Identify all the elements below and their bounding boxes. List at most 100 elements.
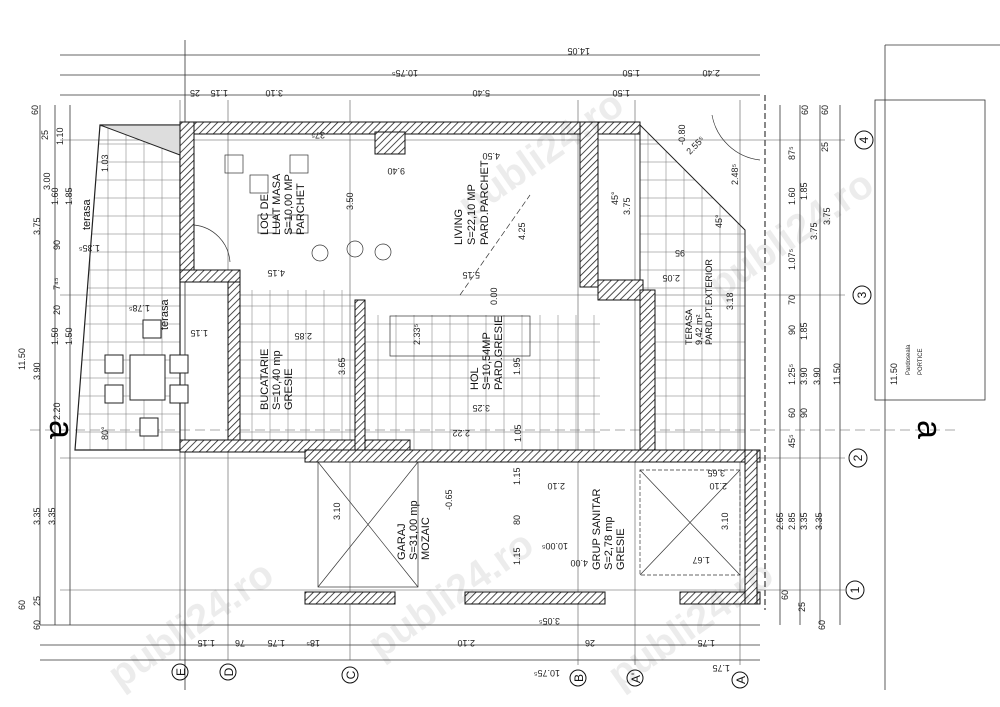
- svg-text:1.75: 1.75: [267, 638, 285, 648]
- axis-marker-2: 2: [848, 448, 868, 468]
- axis-markers-bottom: E D C B A' A: [171, 663, 749, 689]
- svg-text:1.15: 1.15: [197, 638, 215, 648]
- svg-text:1.85: 1.85: [799, 322, 809, 340]
- svg-text:60: 60: [800, 105, 810, 115]
- svg-text:2.22: 2.22: [452, 428, 470, 438]
- svg-text:45°: 45°: [610, 191, 620, 205]
- axis-marker-d: D: [219, 663, 237, 681]
- svg-text:2.85: 2.85: [294, 331, 312, 341]
- dimensions-left: 60 25 1.10 3.00 1.60 1.85 3.75 90 7⁴⁵ 20…: [17, 105, 74, 630]
- svg-text:C: C: [344, 670, 358, 679]
- axis-marker-c: C: [341, 666, 359, 684]
- svg-text:76: 76: [235, 638, 245, 648]
- svg-text:18⁵: 18⁵: [306, 638, 320, 648]
- svg-text:1.35⁵: 1.35⁵: [78, 243, 100, 253]
- svg-text:3.35: 3.35: [47, 507, 57, 525]
- svg-text:60: 60: [17, 600, 27, 610]
- svg-text:3.10: 3.10: [720, 512, 730, 530]
- svg-text:3.90: 3.90: [812, 367, 822, 385]
- svg-text:publi24.ro: publi24.ro: [100, 552, 282, 698]
- frame-lines: [39, 40, 1000, 690]
- svg-text:1.10: 1.10: [55, 127, 65, 145]
- svg-text:3.75: 3.75: [809, 222, 819, 240]
- svg-text:3.10: 3.10: [332, 502, 342, 520]
- svg-text:3.90: 3.90: [799, 367, 809, 385]
- svg-text:0.00: 0.00: [489, 287, 499, 305]
- svg-text:3.10: 3.10: [265, 88, 283, 98]
- svg-text:4.50: 4.50: [482, 151, 500, 161]
- svg-text:1.75: 1.75: [697, 638, 715, 648]
- svg-text:7⁴⁵: 7⁴⁵: [52, 277, 62, 290]
- svg-text:1.05: 1.05: [513, 424, 523, 442]
- svg-text:1.85: 1.85: [64, 187, 74, 205]
- axis-marker-3: 3: [852, 285, 872, 305]
- svg-text:2.40: 2.40: [702, 68, 720, 78]
- svg-text:2.48⁵: 2.48⁵: [730, 163, 740, 185]
- svg-text:2.10: 2.10: [547, 481, 565, 491]
- section-marks: a a: [42, 420, 948, 439]
- svg-text:4.25: 4.25: [517, 222, 527, 240]
- room-living-label: LIVINGS=22,10 MPPARD.PARCHET: [453, 160, 491, 245]
- svg-text:10.75⁵: 10.75⁵: [533, 668, 560, 678]
- svg-text:4: 4: [857, 136, 871, 143]
- svg-text:60: 60: [817, 620, 827, 630]
- svg-text:1.95: 1.95: [512, 357, 522, 375]
- svg-text:4.00: 4.00: [570, 558, 588, 568]
- svg-text:4.15: 4.15: [267, 268, 285, 278]
- svg-text:3.00: 3.00: [42, 172, 52, 190]
- svg-text:1.50: 1.50: [64, 327, 74, 345]
- svg-text:3.35: 3.35: [799, 512, 809, 530]
- room-labels: LOC DELUAT MASAS=10,00 MPPARCHET LIVINGS…: [81, 160, 714, 570]
- svg-text:3.35: 3.35: [32, 507, 42, 525]
- dimensions-right: 60 60 25 87⁵ 1.60 1.85 3.75 3.75 1.07⁵ 7…: [775, 105, 842, 630]
- room-kitchen-label: BUCATARIES=10,40 mpGRESIE: [259, 349, 295, 410]
- dimensions-bottom: 1.15 76 1.75 18⁵ 2.10 26 1.75 3.05⁵ 10.7…: [197, 616, 730, 678]
- svg-text:11.50: 11.50: [17, 348, 27, 370]
- svg-text:60: 60: [32, 620, 42, 630]
- svg-text:25: 25: [40, 130, 50, 140]
- svg-text:2.05: 2.05: [662, 273, 680, 283]
- svg-text:1.67: 1.67: [692, 555, 710, 565]
- svg-text:PORTICE: PORTICE: [918, 348, 924, 375]
- svg-text:3.35: 3.35: [814, 512, 824, 530]
- svg-text:1.60: 1.60: [787, 187, 797, 205]
- svg-text:B: B: [572, 674, 586, 682]
- open-shafts: [193, 114, 761, 588]
- svg-text:11.50: 11.50: [889, 363, 899, 385]
- svg-text:95: 95: [675, 248, 685, 258]
- axis-marker-a-prime: A': [626, 669, 644, 687]
- axis-marker-e: E: [171, 663, 189, 681]
- axis-markers-right: 4 3 2 1: [845, 130, 874, 600]
- svg-text:60: 60: [30, 105, 40, 115]
- svg-text:9.40: 9.40: [387, 166, 405, 176]
- svg-text:3.75: 3.75: [32, 217, 42, 235]
- svg-text:3.05⁵: 3.05⁵: [538, 616, 560, 626]
- axis-marker-1: 1: [845, 580, 865, 600]
- dimensions-top: 14.05 10.75⁵ 1.50 2.40 1.15 25 3.10 5.40…: [190, 46, 720, 98]
- dimensions-inner: 9.40 4.50 3.50 4.15 4.25 5.15 2.85 3.65 …: [78, 130, 740, 568]
- svg-text:45⁵: 45⁵: [787, 434, 797, 448]
- svg-text:3: 3: [855, 291, 869, 298]
- svg-text:1.03: 1.03: [100, 154, 110, 172]
- svg-text:70: 70: [787, 295, 797, 305]
- svg-text:A': A': [629, 673, 643, 683]
- svg-text:25: 25: [32, 596, 42, 606]
- svg-text:3.75: 3.75: [822, 207, 832, 225]
- svg-text:2: 2: [851, 454, 865, 461]
- axis-marker-b: B: [569, 669, 587, 687]
- svg-text:A: A: [734, 676, 748, 684]
- svg-text:Pardoseala: Pardoseala: [906, 344, 912, 375]
- svg-text:-0.80: -0.80: [677, 124, 687, 145]
- svg-text:3.50: 3.50: [345, 192, 355, 210]
- svg-text:2.33⁵: 2.33⁵: [412, 323, 422, 345]
- svg-text:90: 90: [787, 325, 797, 335]
- svg-text:3.75: 3.75: [622, 197, 632, 215]
- axis-marker-4: 4: [854, 130, 874, 150]
- svg-text:3.65: 3.65: [337, 357, 347, 375]
- svg-text:1.50: 1.50: [50, 327, 60, 345]
- svg-text:26: 26: [585, 638, 595, 648]
- svg-text:25: 25: [797, 602, 807, 612]
- svg-text:90: 90: [52, 240, 62, 250]
- svg-text:60: 60: [780, 590, 790, 600]
- room-bathroom-label: GRUP SANITARS=2,78 mpGRESIE: [591, 488, 627, 570]
